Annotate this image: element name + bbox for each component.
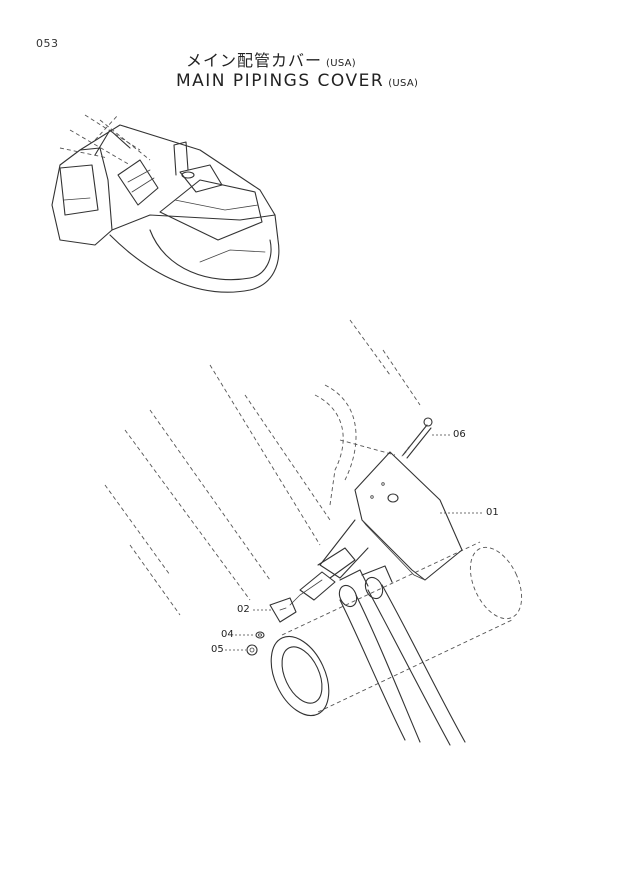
title-english-text: MAIN PIPINGS COVER xyxy=(176,71,385,91)
page-number: 053 xyxy=(36,37,59,50)
title-japanese-text: メイン配管カバー xyxy=(186,51,323,70)
washer-04 xyxy=(255,631,265,639)
callout-06: 06 xyxy=(453,429,466,440)
bolt-06 xyxy=(401,417,433,459)
main-pipe-cylinder xyxy=(270,541,523,717)
clamp-02 xyxy=(269,597,297,623)
excavator-body-outline xyxy=(51,114,280,293)
callout-05: 05 xyxy=(211,644,224,655)
callout-04: 04 xyxy=(221,629,234,640)
bracket-assembly xyxy=(289,519,369,606)
title-english-suffix: (USA) xyxy=(388,78,419,89)
title-english: MAIN PIPINGS COVER(USA) xyxy=(176,71,418,91)
callout-02: 02 xyxy=(237,604,250,615)
callout-01: 01 xyxy=(486,507,499,518)
bolt-05 xyxy=(246,644,258,656)
boom-dashed-outline xyxy=(104,319,421,616)
title-japanese: メイン配管カバー(USA) xyxy=(186,47,356,71)
title-japanese-suffix: (USA) xyxy=(326,58,357,69)
hydraulic-hoses xyxy=(338,565,466,746)
cover-plate-01 xyxy=(354,451,463,581)
